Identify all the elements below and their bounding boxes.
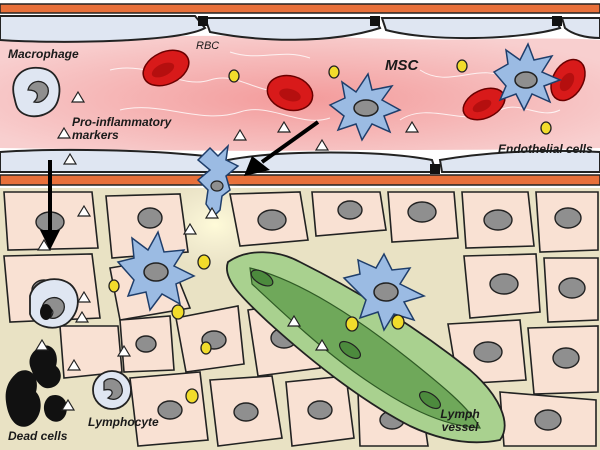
arrowhead	[40, 230, 60, 250]
endothelial-cell	[0, 15, 207, 43]
msc-cell	[342, 252, 427, 332]
endothelial-cell	[380, 17, 562, 40]
tight-junctions-top	[198, 16, 562, 26]
label-lymph-vessel: Lymph vessel	[440, 407, 480, 435]
endothelial-cell	[224, 151, 438, 173]
arrowhead	[244, 156, 270, 176]
marker-dot	[185, 388, 199, 404]
macrophage-cell	[12, 66, 61, 118]
lymph-nuclei	[250, 269, 442, 410]
endothelial-cell	[438, 149, 600, 173]
dead-cells	[5, 345, 67, 427]
label-lymphocyte: Lymphocyte	[88, 415, 159, 429]
msc-cell	[328, 72, 402, 142]
nucleus	[552, 347, 580, 369]
nucleus	[307, 400, 333, 420]
rbc-cell	[266, 74, 314, 112]
nucleus	[41, 297, 65, 319]
endothelial-layer-bottom	[0, 148, 600, 173]
lymphocyte-cell	[92, 370, 132, 410]
nucleus	[233, 402, 259, 422]
label-endothelial-cells: Endothelial cells	[498, 142, 593, 156]
marker-dot	[171, 304, 185, 320]
marker-dot	[108, 279, 120, 293]
msc-extravasation-arrow	[260, 120, 320, 164]
msc-cell	[492, 42, 562, 112]
marker-dot	[200, 341, 212, 355]
red-blood-cells	[142, 49, 586, 121]
blood-vessel	[0, 0, 600, 190]
lymph-vessel	[225, 251, 506, 444]
rbc-cell	[550, 58, 586, 102]
marker-dot	[391, 314, 405, 330]
arrows	[40, 120, 320, 250]
marker-dot	[228, 69, 240, 83]
label-macrophage: Macrophage	[8, 47, 79, 61]
engulfed-debris	[40, 304, 52, 320]
pro-inflammatory-markers-lumen	[56, 90, 420, 165]
tight-junctions-bottom	[430, 164, 440, 174]
nucleus	[534, 409, 562, 431]
nucleus	[257, 209, 287, 231]
nucleus	[337, 200, 363, 220]
marker-dot	[197, 254, 211, 270]
label-msc: MSC	[385, 57, 419, 74]
vessel-wall-top	[0, 3, 600, 14]
nucleus	[514, 71, 538, 89]
tissue	[0, 143, 600, 450]
label-pro-inflammatory-markers: Pro-inflammatory markers	[72, 115, 172, 143]
nucleus	[554, 207, 582, 229]
nucleus	[137, 207, 163, 229]
endothelial-cell	[203, 17, 382, 41]
nucleus	[407, 201, 437, 223]
nucleus	[27, 80, 49, 103]
marker-dot	[456, 59, 468, 73]
endothelial-layer-top	[0, 15, 600, 43]
label-dead-cells: Dead cells	[8, 429, 68, 443]
nucleus	[135, 335, 157, 353]
marker-dot	[540, 121, 552, 135]
rbc-cell	[142, 49, 190, 87]
nucleus	[558, 277, 586, 299]
msc-cell	[196, 143, 240, 218]
vessel-wall-bottom	[0, 174, 600, 186]
lymph-lumen	[249, 267, 481, 429]
nucleus	[157, 400, 183, 420]
marker-dots-tissue	[108, 254, 405, 404]
nucleus	[353, 99, 379, 117]
nucleus	[210, 180, 224, 192]
nucleus	[489, 273, 519, 295]
endothelial-cell	[0, 148, 217, 173]
dead-cell	[5, 370, 41, 427]
nucleus	[473, 341, 503, 363]
label-rbc: RBC	[196, 40, 220, 52]
marker-dot	[328, 65, 340, 79]
nucleus	[483, 209, 513, 231]
dead-cell	[43, 394, 67, 422]
dead-cell	[29, 345, 61, 389]
nucleus	[373, 282, 399, 302]
marker-dot	[345, 316, 359, 332]
pro-inflammatory-markers-tissue	[34, 204, 330, 411]
nucleus	[103, 377, 123, 400]
marker-dots-lumen	[228, 59, 552, 135]
msc-cell	[116, 230, 196, 312]
nucleus	[143, 262, 169, 282]
macrophage-cell	[29, 278, 79, 329]
